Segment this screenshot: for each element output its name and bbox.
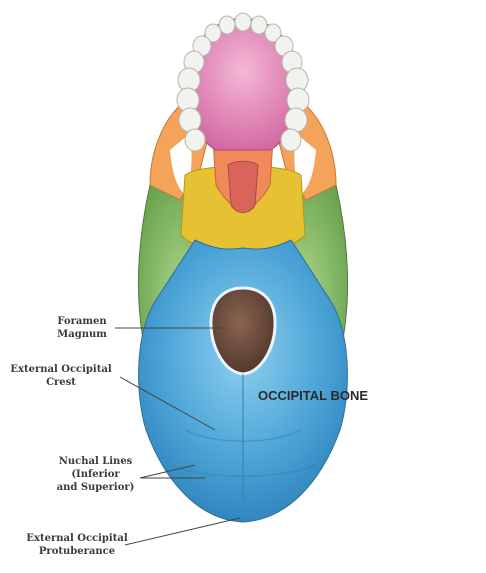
label-external-occipital-crest: External Occipital Crest (6, 363, 116, 389)
label-foramen-magnum: Foramen Magnum (42, 315, 122, 341)
vomer (228, 161, 258, 212)
label-occipital-bone: OCCIPITAL BONE (258, 388, 368, 403)
label-external-occipital-protuberance: External Occipital Protuberance (22, 532, 132, 558)
label-nuchal-lines: Nuchal Lines (Inferior and Superior) (48, 455, 143, 494)
